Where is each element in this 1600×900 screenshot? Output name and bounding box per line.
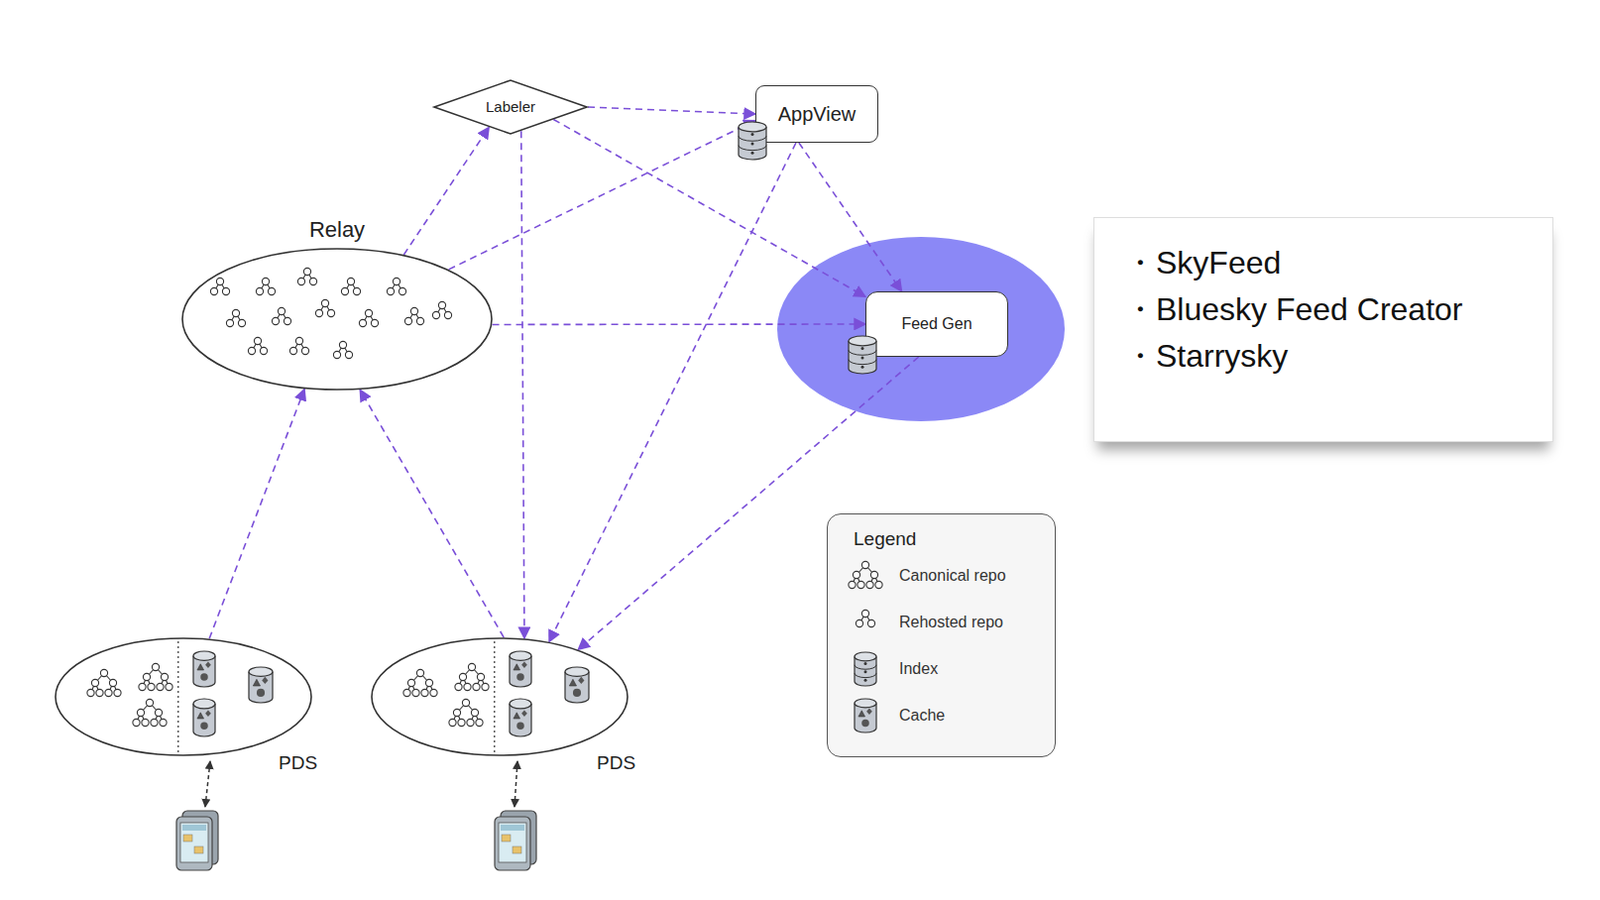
index-cylinder bbox=[854, 652, 877, 686]
relay-ellipse: Relay bbox=[181, 247, 493, 391]
node-label: Relay bbox=[309, 217, 365, 242]
canonical-repo-glyph bbox=[87, 669, 121, 696]
legend-label: Index bbox=[899, 660, 938, 679]
cache-cylinder bbox=[854, 698, 877, 733]
rehosted-repo-glyph bbox=[315, 299, 335, 317]
appview-box: AppView bbox=[755, 85, 879, 143]
dashed-arrow bbox=[587, 107, 756, 115]
dashed-arrow bbox=[553, 118, 866, 297]
rehosted-repo-glyph bbox=[432, 301, 452, 319]
legend-box: LegendCanonical repoRehosted repoIndexCa… bbox=[826, 513, 1056, 758]
dashed-arrow bbox=[549, 142, 797, 643]
rehosted-repo-glyph bbox=[341, 277, 360, 295]
pds-ellipse: PDS bbox=[370, 637, 629, 757]
rehosted-repo-glyph bbox=[855, 609, 875, 627]
rehosted-repo-glyph bbox=[226, 309, 245, 327]
node-label: AppView bbox=[778, 103, 857, 126]
legend-label: Canonical repo bbox=[899, 567, 1007, 585]
canonical-repo-glyph bbox=[138, 663, 173, 690]
node-label: Feed Gen bbox=[901, 315, 972, 334]
cache-cylinder bbox=[565, 667, 589, 703]
phone-right bbox=[494, 761, 537, 871]
list-item: ・SkyFeed bbox=[1124, 244, 1281, 282]
dashed-arrow bbox=[449, 120, 756, 270]
dashed-arrow bbox=[209, 388, 305, 639]
cache-cylinder bbox=[509, 651, 532, 687]
feedgen-box: Feed Gen bbox=[865, 291, 1009, 357]
legend-label: Cache bbox=[899, 706, 945, 725]
rehosted-repo-glyph bbox=[247, 337, 267, 354]
cache-cylinder bbox=[509, 698, 532, 737]
legend-icon bbox=[841, 697, 890, 734]
node-label: Labeler bbox=[485, 98, 536, 115]
legend-title: Legend bbox=[853, 528, 916, 551]
legend-entry: Rehosted repo bbox=[841, 604, 1004, 641]
legend-icon bbox=[841, 604, 890, 641]
dashed-arrow bbox=[521, 130, 525, 639]
index-icon bbox=[736, 119, 769, 164]
ellipse-outline bbox=[370, 637, 629, 757]
rehosted-repo-glyph bbox=[297, 267, 317, 285]
canonical-repo-glyph bbox=[848, 561, 883, 588]
node-label: PDS bbox=[278, 752, 318, 775]
index-icon bbox=[846, 334, 879, 378]
rehosted-repo-glyph bbox=[404, 307, 424, 325]
canonical-repo-glyph bbox=[455, 663, 489, 690]
callout-box: ・SkyFeed ・Bluesky Feed Creator ・Starrysky bbox=[1093, 217, 1554, 443]
legend-entry: Cache bbox=[841, 697, 945, 734]
pds-ellipse: PDS bbox=[54, 637, 313, 757]
canonical-repo-glyph bbox=[449, 698, 483, 726]
rehosted-repos bbox=[181, 247, 493, 391]
rehosted-repo-glyph bbox=[386, 277, 406, 295]
canonical-repo-glyph bbox=[132, 698, 167, 726]
rehosted-repo-glyph bbox=[255, 277, 275, 295]
canonical-repo-glyph bbox=[403, 669, 438, 696]
legend-icon bbox=[841, 558, 890, 594]
rehosted-repo-glyph bbox=[271, 307, 291, 325]
legend-icon bbox=[841, 651, 890, 687]
divider bbox=[493, 641, 495, 753]
pds-contents bbox=[370, 637, 629, 757]
ellipse-outline bbox=[181, 247, 493, 391]
dashed-arrow bbox=[799, 142, 903, 292]
list-item: ・Bluesky Feed Creator bbox=[1124, 291, 1463, 329]
rehosted-repo-glyph bbox=[333, 341, 352, 358]
rehosted-repo-glyph bbox=[210, 277, 229, 295]
labeler-diamond: Labeler bbox=[433, 79, 588, 135]
rehosted-repo-glyph bbox=[289, 337, 309, 354]
cache-cylinder bbox=[248, 667, 273, 703]
cache-cylinder bbox=[193, 698, 216, 737]
pds-contents bbox=[54, 637, 313, 757]
dashed-arrow bbox=[492, 323, 866, 326]
legend-entry: Canonical repo bbox=[841, 558, 1007, 594]
dashed-arrow bbox=[403, 126, 489, 255]
divider bbox=[177, 641, 179, 753]
list-item: ・Starrysky bbox=[1124, 338, 1288, 375]
highlight-ellipse bbox=[777, 236, 1065, 422]
legend-entry: Index bbox=[841, 651, 938, 687]
node-label: PDS bbox=[596, 752, 636, 775]
phone-left bbox=[176, 761, 219, 871]
cache-cylinder bbox=[193, 651, 216, 687]
dashed-arrow bbox=[359, 389, 504, 638]
legend-label: Rehosted repo bbox=[899, 613, 1004, 632]
index-cylinder bbox=[738, 121, 767, 160]
ellipse-outline bbox=[54, 637, 313, 757]
index-cylinder bbox=[848, 336, 877, 374]
rehosted-repo-glyph bbox=[358, 309, 378, 327]
